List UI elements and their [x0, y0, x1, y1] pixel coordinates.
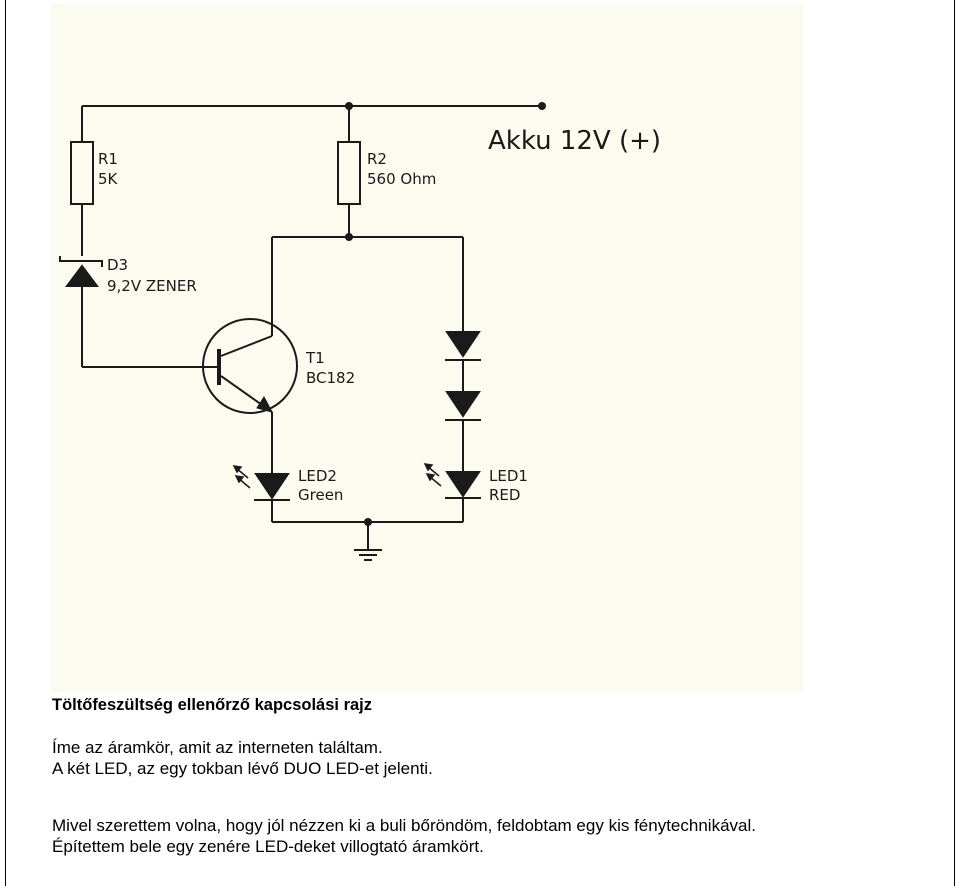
r1-resistor [70, 141, 94, 205]
led2-value: Green [298, 486, 343, 504]
led2-name: LED2 [298, 467, 337, 485]
paragraph-2-line-2: Építettem bele egy zenére LED-deket vill… [52, 837, 484, 856]
r2-value: 560 Ohm [367, 170, 436, 188]
r1-value: 5K [98, 170, 119, 188]
diode-1-triangle [445, 331, 481, 358]
t1-name: T1 [305, 349, 325, 367]
diode-2-triangle [445, 391, 481, 418]
supply-terminal-dot [538, 102, 546, 110]
led1-triangle [445, 471, 481, 498]
supply-label: Akku 12V (+) [488, 126, 661, 156]
d3-zener-bar [59, 256, 103, 267]
paragraph-2: Mivel szerettem volna, hogy jól nézzen k… [52, 815, 756, 857]
d3-value: 9,2V ZENER [107, 277, 197, 295]
circuit-schematic: Akku 12V (+) R1 5K R2 560 Ohm D3 9,2V ZE… [51, 4, 803, 692]
led1-name: LED1 [489, 467, 528, 485]
d3-name: D3 [107, 256, 128, 274]
paragraph-1-line-2: A két LED, az egy tokban lévő DUO LED-et… [52, 759, 433, 778]
paragraph-2-line-1: Mivel szerettem volna, hogy jól nézzen k… [52, 816, 756, 835]
junction-dot-ground [364, 518, 372, 526]
t1-value: BC182 [306, 369, 355, 387]
d3-zener-triangle [65, 264, 99, 287]
junction-dot-r2 [345, 102, 353, 110]
r2-resistor [337, 141, 361, 205]
led2-emission-arrows [232, 465, 251, 489]
led2-triangle [254, 473, 290, 500]
right-border-line [954, 0, 955, 886]
paragraph-1-line-1: Íme az áramkör, amit az interneten talál… [52, 738, 383, 757]
r2-name: R2 [367, 150, 387, 168]
led1-value: RED [489, 486, 520, 504]
r1-name: R1 [98, 150, 118, 168]
t1-collector-line [220, 335, 273, 357]
schematic-svg: Akku 12V (+) R1 5K R2 560 Ohm D3 9,2V ZE… [59, 102, 661, 561]
junction-dot-collector [345, 233, 353, 241]
led1-emission-arrows [423, 463, 442, 487]
left-border-line [5, 0, 6, 886]
t1-emitter-arrow [256, 396, 273, 413]
paragraph-1: Íme az áramkör, amit az interneten talál… [52, 737, 433, 779]
t1-transistor-circle [202, 318, 298, 414]
diagram-caption-heading: Töltőfeszültség ellenőrző kapcsolási raj… [52, 696, 373, 714]
